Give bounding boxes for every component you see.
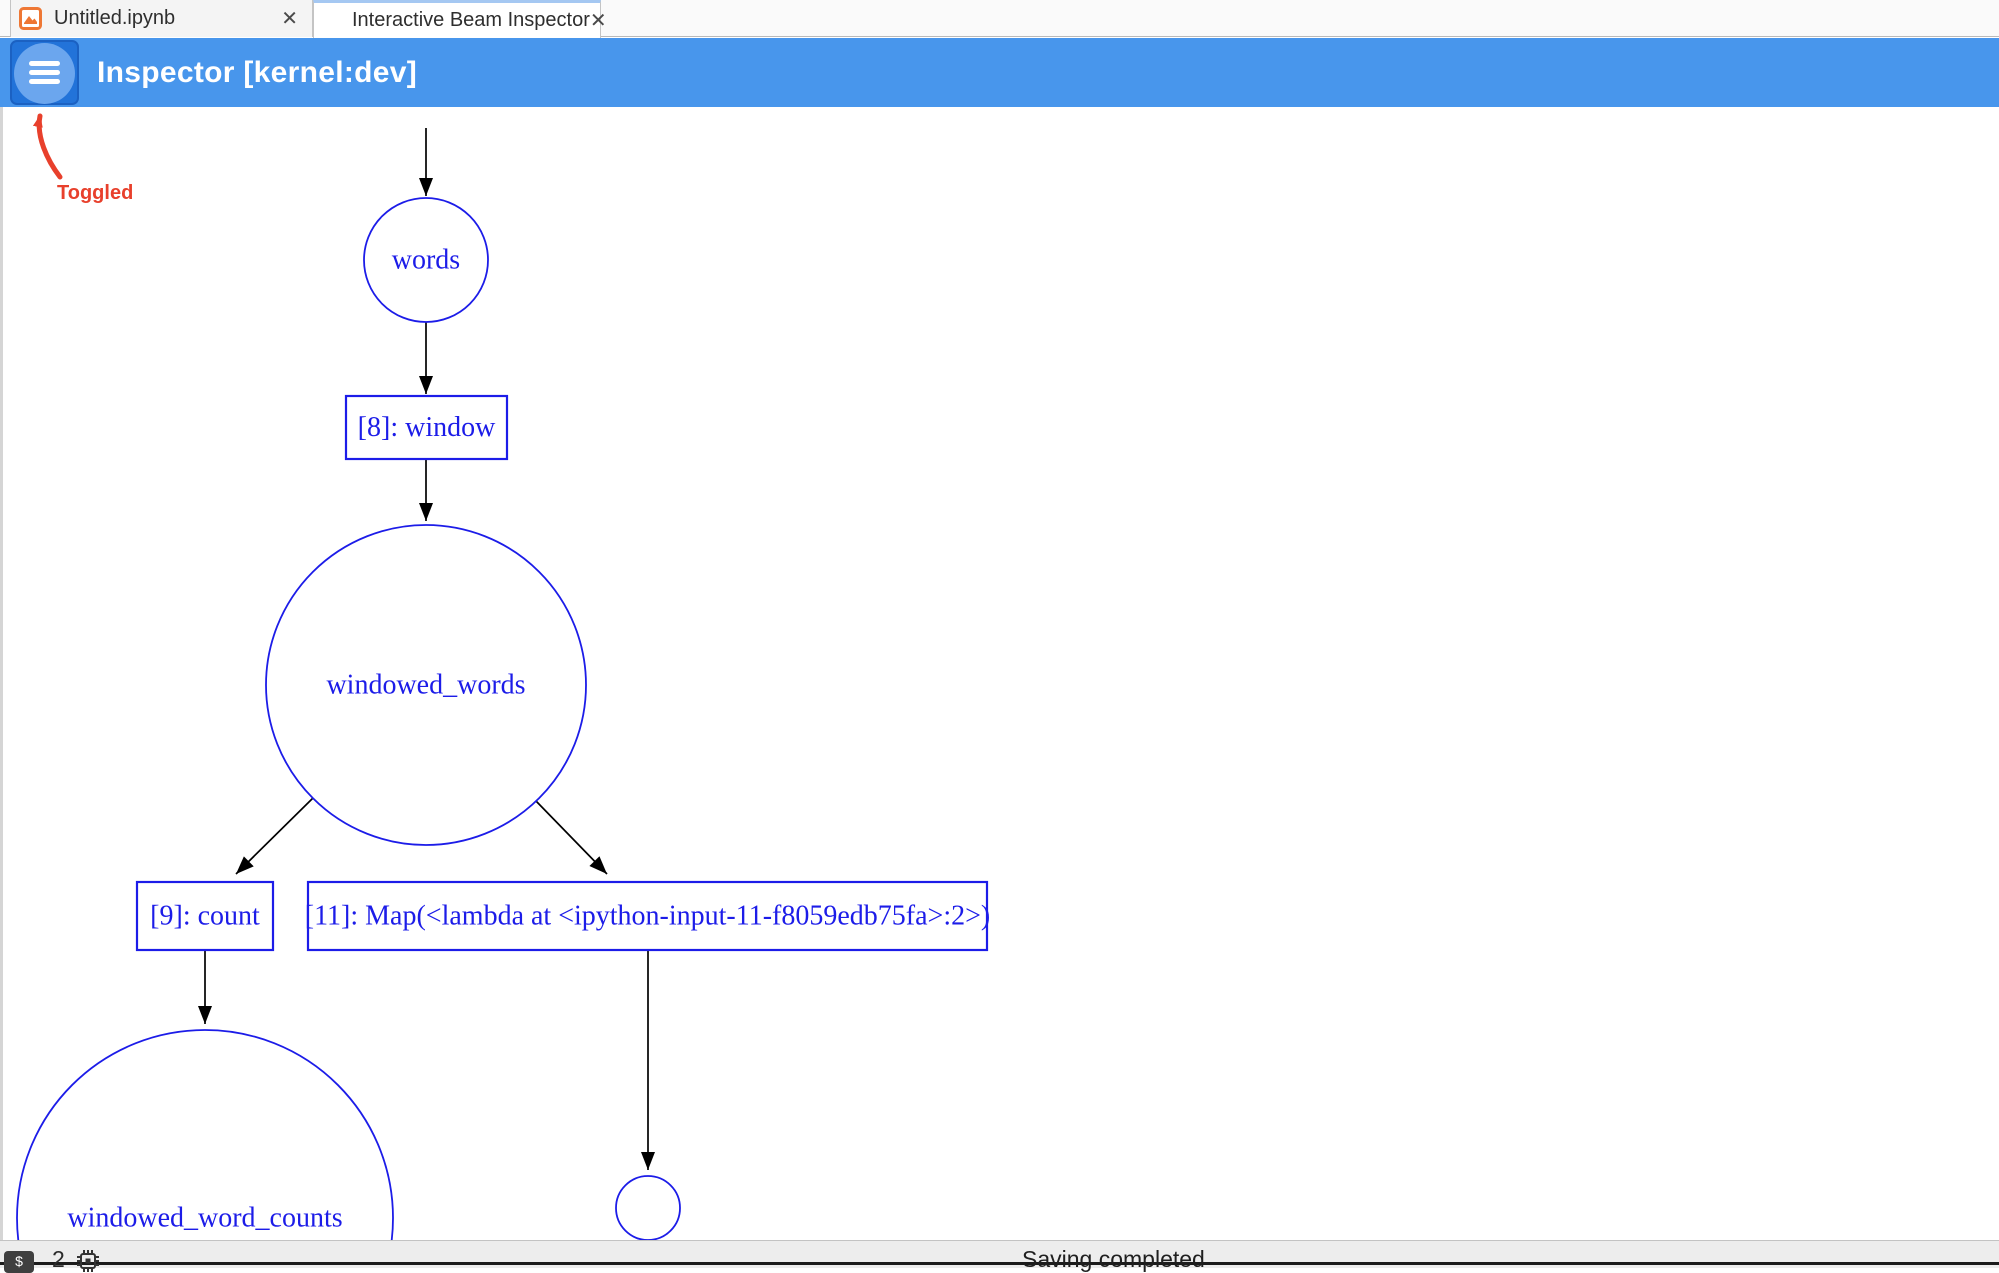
pipeline-canvas: words [8]: window windowed_words [9]: count…	[0, 107, 1999, 1240]
graph-node-count[interactable]	[135, 880, 275, 952]
terminal-icon[interactable]: $	[4, 1251, 34, 1273]
graph-node-label: [11]: Map(<lambda at <ipython-input-11-f…	[305, 901, 990, 932]
graph-edge	[235, 797, 314, 875]
tab-untitled-ipynb[interactable]: Untitled.ipynb ✕	[10, 0, 313, 37]
graph-node-windowed_word_counts[interactable]	[16, 1029, 394, 1240]
graph-node-map_lambda[interactable]	[306, 880, 989, 952]
notebook-icon	[19, 7, 42, 30]
window-bottom-edge	[0, 1262, 1999, 1265]
tab-bar: Untitled.ipynb ✕ Interactive Beam Inspec…	[0, 0, 1999, 38]
tab-interactive-beam-inspector[interactable]: Interactive Beam Inspector ✕	[313, 0, 607, 38]
graph-node-label: [8]: window	[358, 412, 496, 443]
tab-label: Untitled.ipynb	[54, 7, 176, 29]
graph-node-window[interactable]	[344, 394, 509, 461]
terminal-glyph: $	[15, 1253, 23, 1269]
page-title: Inspector [kernel:dev]	[97, 56, 418, 89]
toggled-annotation-label: Toggled	[57, 182, 134, 204]
status-bar: $ 2 Saving completed	[0, 1240, 1999, 1273]
graph-node-label: [9]: count	[150, 901, 260, 932]
graph-node-label: windowed_word_counts	[67, 1203, 342, 1234]
hamburger-icon	[14, 43, 75, 104]
close-icon[interactable]: ✕	[589, 9, 607, 32]
kernel-chip-icon[interactable]	[76, 1249, 100, 1273]
graph-node-words[interactable]	[363, 197, 489, 323]
tab-label: Interactive Beam Inspector	[352, 9, 590, 31]
graph-node-label: words	[392, 245, 460, 276]
save-status-message: Saving completed	[1022, 1246, 1205, 1272]
graph-node-label: windowed_words	[326, 670, 525, 701]
graph-node-unnamed_pcollection[interactable]	[615, 1175, 681, 1240]
close-icon[interactable]: ✕	[281, 7, 298, 30]
pipeline-graph: words [8]: window windowed_words [9]: count…	[16, 128, 990, 1240]
graph-edge	[535, 800, 608, 875]
kernel-count: 2	[52, 1246, 65, 1272]
inspector-header: Inspector [kernel:dev]	[0, 38, 1999, 107]
graph-node-windowed_words[interactable]	[265, 524, 587, 846]
menu-toggle-button[interactable]	[10, 40, 79, 105]
